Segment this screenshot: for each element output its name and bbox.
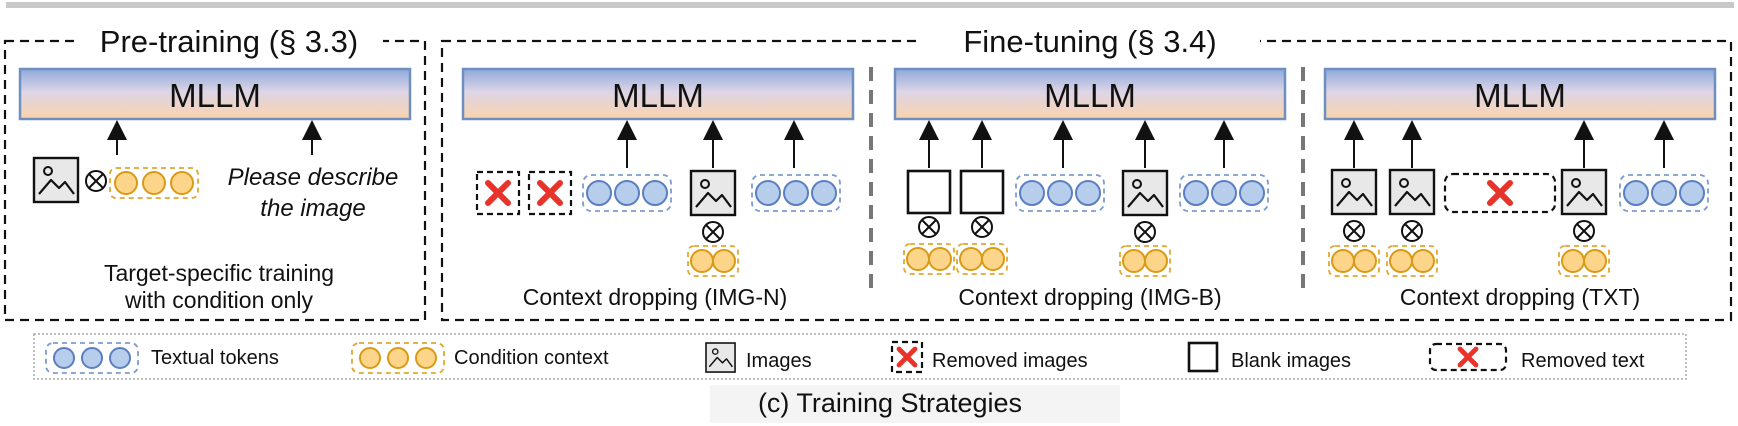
condition-tokens: [903, 243, 955, 275]
textual-tokens: [751, 174, 841, 212]
panel-caption: Context dropping (TXT): [1400, 284, 1640, 310]
mllm-label: MLLM: [612, 77, 704, 114]
mllm-label: MLLM: [1474, 77, 1566, 114]
textual-tokens: [1179, 174, 1269, 212]
textual-tokens: [1619, 174, 1709, 212]
condition-tokens: [956, 243, 1008, 275]
otimes-icon: [702, 221, 724, 243]
mllm-label: MLLM: [169, 77, 261, 114]
legend-label: Removed text: [1521, 350, 1645, 372]
condition-tokens: [1386, 245, 1438, 277]
image-icon: [1330, 168, 1378, 216]
condition-tokens: [687, 245, 739, 277]
image-icon: [1560, 168, 1608, 216]
prompt-text: the image: [260, 195, 365, 222]
legend-item-blank-images: Blank images: [1187, 341, 1351, 373]
panel-caption: Context dropping (IMG-B): [958, 284, 1221, 310]
otimes-icon: [971, 216, 993, 238]
image-icon: [705, 342, 736, 373]
legend-item-images: Images: [705, 342, 812, 373]
figure-caption: (c) Training Strategies: [758, 388, 1022, 418]
prompt-text: Please describe: [228, 164, 399, 191]
textual-tokens: [1015, 174, 1105, 212]
pretraining-section: Pre-training (§ 3.3) MLLM Please describ…: [3, 22, 427, 322]
otimes-icon: [1134, 221, 1156, 243]
legend-item-condition-context: Condition context: [351, 342, 609, 374]
finetuning-border: [440, 39, 1733, 322]
otimes-icon: [1343, 220, 1365, 242]
legend-label: Images: [746, 350, 812, 372]
mllm-block: [18, 67, 412, 121]
image-icon: [1388, 168, 1436, 216]
blank-image: [959, 169, 1005, 215]
legend: Textual tokens Condition context Images …: [33, 333, 1687, 380]
blank-image: [906, 169, 952, 215]
panel-img-b: MLLM Context dropping (IMG-B): [893, 67, 1287, 310]
image-icon: [1121, 169, 1169, 217]
legend-item-textual-tokens: Textual tokens: [45, 342, 279, 374]
legend-label: Removed images: [932, 350, 1088, 372]
panel-img-n: MLLM Context dropping (IMG-N): [461, 67, 855, 310]
condition-tokens: [109, 167, 199, 199]
image-icon: [689, 169, 737, 217]
legend-border: [33, 333, 1687, 380]
legend-item-removed-images: Removed images: [890, 340, 1088, 374]
legend-label: Textual tokens: [151, 347, 279, 369]
legend-label: Blank images: [1231, 350, 1351, 372]
condition-tokens: [1558, 245, 1610, 277]
legend-item-removed-text: Removed text: [1428, 342, 1645, 372]
mllm-block: [461, 67, 855, 121]
legend-label: Condition context: [454, 347, 609, 369]
pretraining-caption: Target-specific training: [104, 260, 334, 286]
panel-caption: Context dropping (IMG-N): [523, 284, 788, 310]
textual-tokens: [582, 174, 672, 212]
removed-image: [475, 170, 521, 216]
mllm-label: MLLM: [1044, 77, 1136, 114]
removed-text: [1443, 172, 1557, 214]
otimes-icon: [1573, 220, 1595, 242]
pretraining-title: Pre-training (§ 3.3): [100, 24, 358, 59]
otimes-icon: [85, 170, 107, 192]
finetuning-section: Fine-tuning (§ 3.4) MLLM Context dr: [440, 22, 1733, 322]
pretraining-caption: with condition only: [124, 287, 313, 313]
panel-txt: MLLM Context dropping (TXT): [1323, 67, 1717, 310]
otimes-icon: [1401, 220, 1423, 242]
mllm-block: [893, 67, 1287, 121]
otimes-icon: [918, 216, 940, 238]
removed-image: [527, 170, 573, 216]
image-icon: [32, 156, 80, 204]
finetuning-title: Fine-tuning (§ 3.4): [963, 24, 1216, 59]
top-rule: [6, 2, 1734, 8]
mllm-block: [1323, 67, 1717, 121]
condition-tokens: [1119, 245, 1171, 277]
condition-tokens: [1328, 245, 1380, 277]
